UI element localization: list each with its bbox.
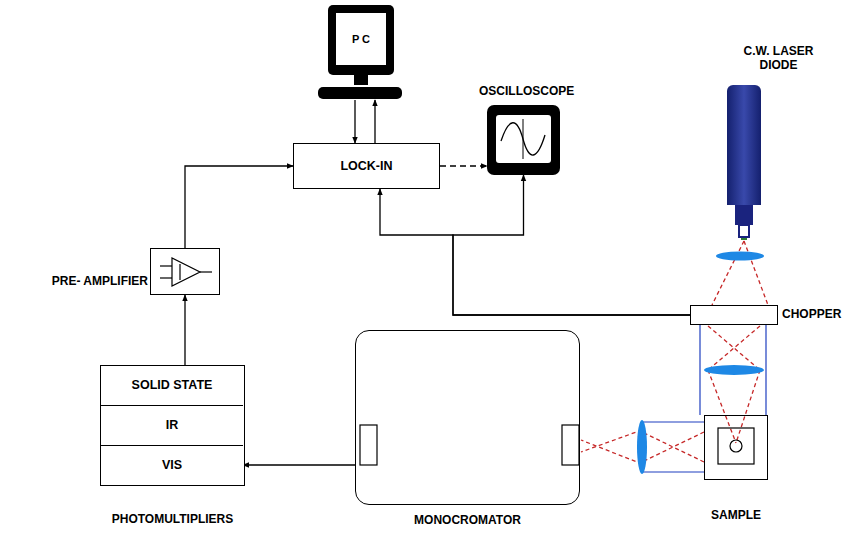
lens <box>637 420 647 474</box>
signal-connector <box>374 100 375 143</box>
device-label: OSCILLOSCOPE <box>479 85 574 99</box>
device-box: SAMPLE <box>704 415 768 480</box>
signal-connector <box>453 175 690 315</box>
device-label: PHOTOMULTIPLIERS <box>112 513 234 527</box>
signal-connector <box>185 166 293 248</box>
device-box: OSCILLOSCOPE <box>487 105 560 175</box>
signal-connector <box>184 295 185 365</box>
device-label: PRE- AMPLIFIER <box>52 275 148 289</box>
device-box: P C <box>318 5 402 100</box>
device-box: C.W. LASER DIODE <box>727 85 761 205</box>
detector-band: IR <box>101 406 243 446</box>
detector-band: VIS <box>101 446 243 484</box>
exit-slit <box>360 425 377 465</box>
device-label: IR <box>101 406 243 445</box>
device-box: CHOPPER <box>690 305 778 325</box>
beam-path <box>642 422 704 472</box>
lens <box>704 365 764 375</box>
lens <box>716 252 764 261</box>
computer-icon <box>318 5 402 100</box>
signal-connector <box>354 100 355 143</box>
entrance-slit <box>562 425 579 465</box>
device-label: SAMPLE <box>711 509 761 523</box>
detector-band: SOLID STATE <box>101 366 243 406</box>
laser-beam <box>708 326 760 443</box>
device-label: LOCK-IN <box>294 144 439 188</box>
signal-connector <box>243 464 355 465</box>
device-label: MONOCROMATOR <box>414 514 521 528</box>
amplifier-symbol <box>160 258 212 286</box>
signal-connector <box>440 165 487 166</box>
device-label: SOLID STATE <box>101 366 243 405</box>
device-label: CHOPPER <box>782 308 841 322</box>
device-box: LOCK-IN <box>293 143 440 189</box>
laser-tip <box>735 205 753 239</box>
detector-stack: PHOTOMULTIPLIERSSOLID STATEIRVIS <box>100 365 245 486</box>
sample-holder <box>718 428 754 464</box>
sample-spot <box>730 440 742 452</box>
device-box: PRE- AMPLIFIER <box>150 248 220 295</box>
device-label: C.W. LASER DIODE <box>731 45 826 73</box>
device-label: P C <box>336 13 386 65</box>
device-label: VIS <box>101 446 243 484</box>
device-box: MONOCROMATOR <box>355 330 580 505</box>
beam-path <box>700 325 766 415</box>
laser-beam <box>712 241 768 305</box>
oscilloscope-icon <box>487 105 560 175</box>
signal-connector <box>380 189 690 315</box>
